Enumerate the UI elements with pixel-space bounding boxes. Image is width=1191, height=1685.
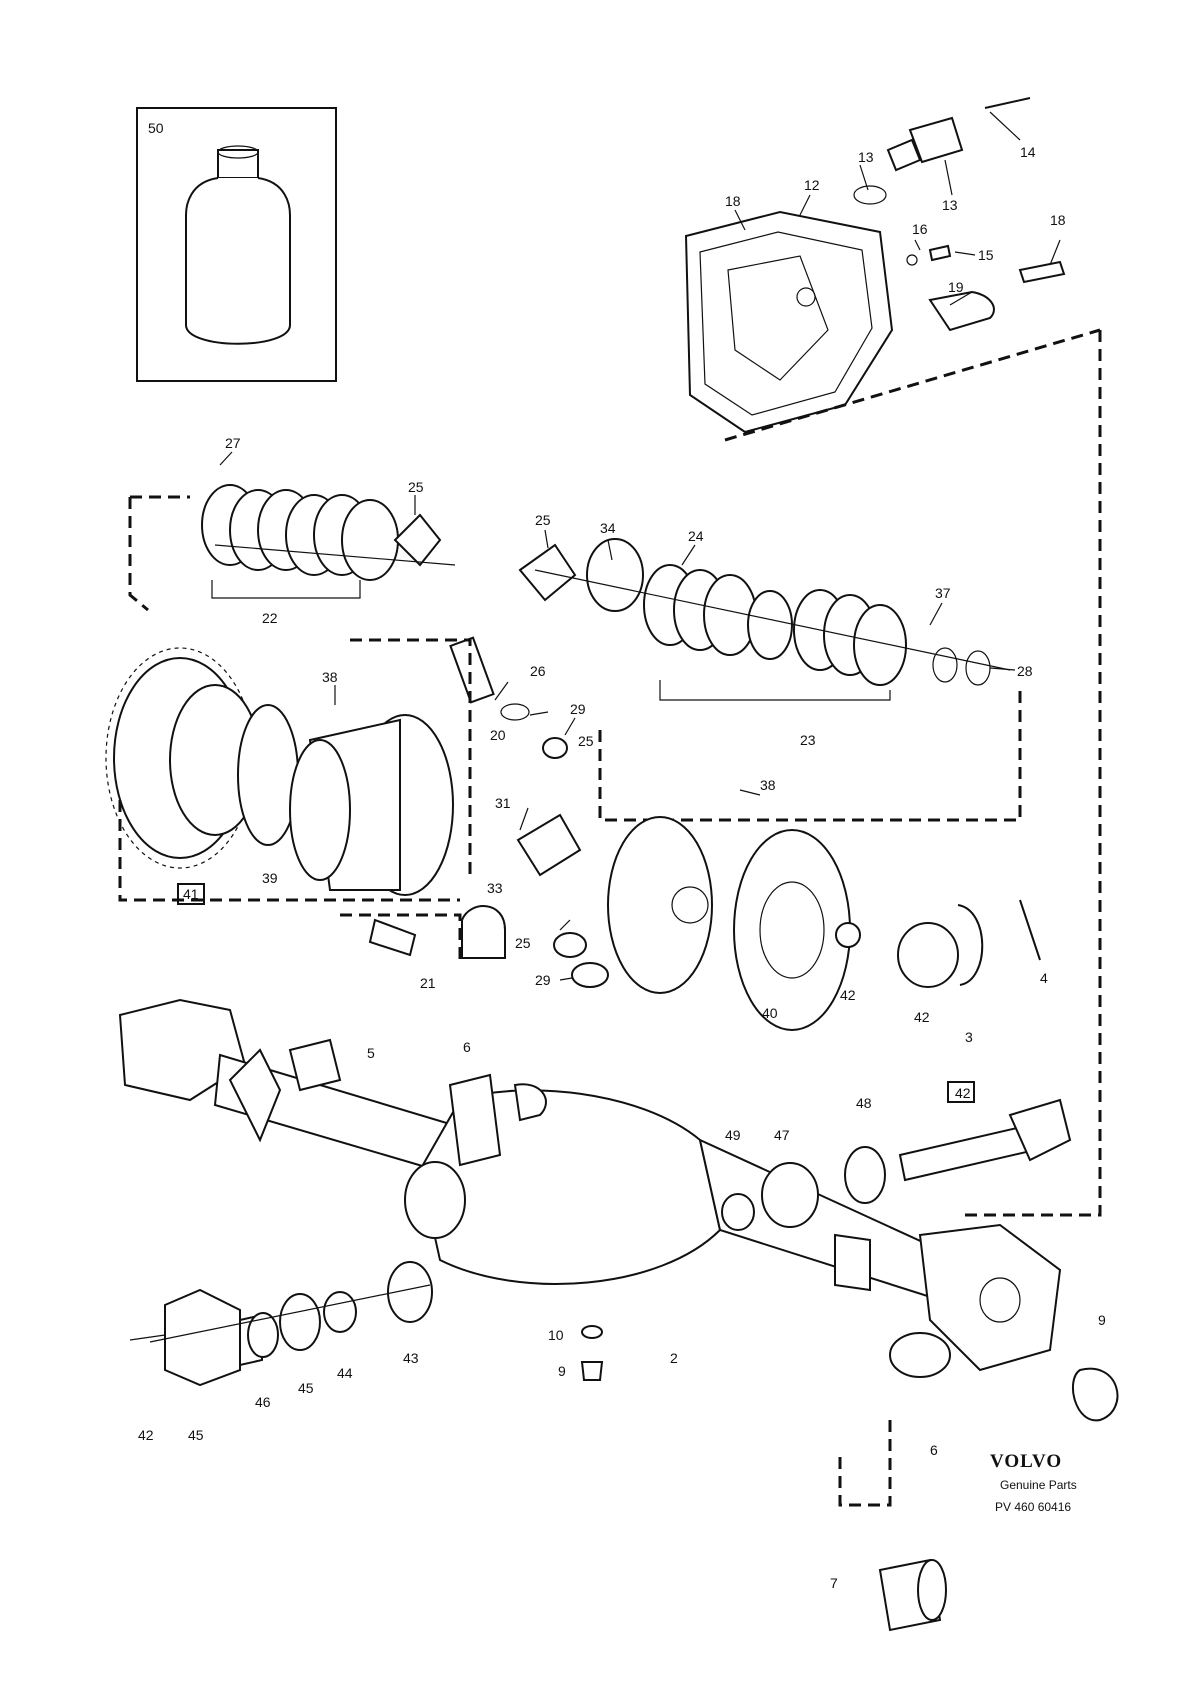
- brand-block: VOLVO Genuine Parts PV 460 60416: [990, 1451, 1077, 1514]
- callout-25b: 25: [535, 512, 551, 528]
- bushing-assembly: [838, 1420, 947, 1632]
- diff-carrier: [289, 636, 609, 988]
- callout-labels: 50 14 13 12 18 13 18 16 15 19 27 25 25 3…: [138, 120, 1106, 1591]
- callout-25d: 25: [515, 935, 531, 951]
- callout-34: 38: [760, 777, 776, 793]
- callout-17: 18: [725, 193, 741, 209]
- callout-12: 13: [942, 197, 958, 213]
- callout-43: 44: [337, 1365, 353, 1381]
- callout-13: 13: [858, 149, 874, 165]
- callout-10: 10: [548, 1327, 564, 1343]
- callout-30: 31: [495, 795, 511, 811]
- sensor-parts: [853, 97, 1066, 332]
- callout-50: 50: [148, 120, 164, 136]
- callout-3: 3: [965, 1029, 973, 1045]
- carrier-cover-bearings: [607, 816, 1041, 1031]
- callout-22: 22: [262, 610, 278, 626]
- axle-housing: [118, 998, 1119, 1422]
- callout-25a: 25: [408, 479, 424, 495]
- callout-23: 23: [800, 732, 816, 748]
- callout-18: 18: [1050, 212, 1066, 228]
- callout-36: 39: [262, 870, 278, 886]
- callout-29b: 29: [535, 972, 551, 988]
- spider-gears: [340, 905, 506, 960]
- callout-5: 5: [367, 1045, 375, 1061]
- callout-33: 37: [935, 585, 951, 601]
- pinion: [721, 328, 1102, 1231]
- callout-35: 38: [322, 669, 338, 685]
- callout-2: 2: [670, 1350, 678, 1366]
- ring-gear: [105, 647, 460, 902]
- callout-15: 15: [978, 247, 994, 263]
- drive-flange: [129, 1261, 433, 1387]
- brand-name: VOLVO: [990, 1451, 1062, 1472]
- callout-25c: 25: [578, 733, 594, 749]
- callout-40: 42: [840, 987, 856, 1003]
- callout-6a: 6: [463, 1039, 471, 1055]
- callout-42: 43: [403, 1350, 419, 1366]
- callout-20: 20: [490, 727, 506, 743]
- callout-19: 19: [948, 279, 964, 295]
- callout-38a: 41: [183, 886, 199, 902]
- callout-28: 28: [1017, 663, 1033, 679]
- callout-9: 9: [558, 1363, 566, 1379]
- callout-38b: 42: [955, 1085, 971, 1101]
- brand-subtitle: Genuine Parts: [1000, 1478, 1077, 1492]
- callout-45: 45: [188, 1427, 204, 1443]
- callout-46: 46: [255, 1394, 271, 1410]
- callout-29a: 29: [570, 701, 586, 717]
- callout-8: 9: [1098, 1312, 1106, 1328]
- callout-49: 49: [725, 1127, 741, 1143]
- callout-31: 34: [600, 520, 616, 536]
- callout-26: 26: [530, 663, 546, 679]
- callout-7: 7: [830, 1575, 838, 1591]
- box-38-left: [177, 883, 205, 905]
- clutch-pack-left: [128, 484, 456, 612]
- callout-44: 45: [298, 1380, 314, 1396]
- callout-32: 33: [487, 880, 503, 896]
- callout-39: 42: [914, 1009, 930, 1025]
- callout-4: 4: [1040, 970, 1048, 986]
- callout-6b: 6: [930, 1442, 938, 1458]
- callout-21: 21: [420, 975, 436, 991]
- callout-41: 42: [138, 1427, 154, 1443]
- box-38-right: [947, 1081, 975, 1103]
- callout-37: 40: [762, 1005, 778, 1021]
- clutch-pack-right: [518, 538, 1022, 822]
- oil-bottle-box: [136, 107, 337, 382]
- callout-16: 16: [912, 221, 928, 237]
- drain-plug: [580, 1325, 604, 1381]
- callout-48: 48: [856, 1095, 872, 1111]
- callout-27: 27: [225, 435, 241, 451]
- pointer-lines: [219, 111, 1061, 981]
- callout-24: 24: [688, 528, 704, 544]
- callout-14: 14: [1020, 144, 1036, 160]
- callout-11: 12: [804, 177, 820, 193]
- callout-47: 47: [774, 1127, 790, 1143]
- rear-cover: [684, 210, 894, 434]
- brand-code: PV 460 60416: [995, 1500, 1071, 1514]
